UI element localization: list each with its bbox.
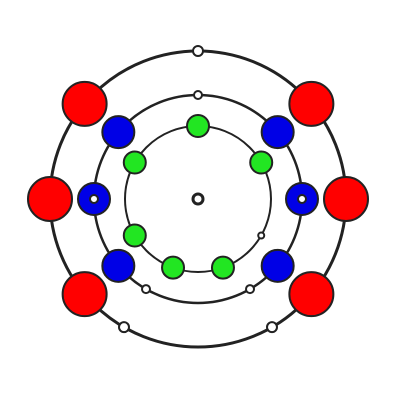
outer-ring-ball-3 <box>27 176 73 222</box>
middle-ring-ball-1 <box>260 115 295 150</box>
middle-ring-marker-3 <box>89 194 99 204</box>
middle-ring-marker-4 <box>245 284 255 295</box>
markers-layer <box>89 45 307 334</box>
outer-ring-ball-5 <box>288 271 335 318</box>
middle-ring-ball-2 <box>101 115 136 150</box>
outer-ring-marker-3 <box>118 321 130 334</box>
middle-ring-ball-6 <box>101 248 136 283</box>
outer-ring-ball-4 <box>323 176 369 222</box>
nucleus-dot <box>191 192 205 206</box>
outer-ring-marker-1 <box>192 45 204 57</box>
outer-ring-marker-2 <box>266 321 278 334</box>
inner-ring-ball-2 <box>249 150 274 175</box>
inner-ring-marker-1 <box>257 231 266 240</box>
inner-ring-ball-5 <box>210 255 235 280</box>
inner-ring-ball-4 <box>122 223 147 248</box>
inner-ring-ball-3 <box>122 150 147 175</box>
inner-ring-ball-1 <box>186 114 210 138</box>
inner-ring-ball-6 <box>161 255 186 280</box>
middle-ring-marker-5 <box>141 284 151 295</box>
middle-ring-marker-1 <box>193 90 203 100</box>
balls-layer <box>27 80 369 318</box>
middle-ring-ball-5 <box>260 248 295 283</box>
outer-ring-ball-2 <box>61 80 108 127</box>
outer-ring-ball-6 <box>61 271 108 318</box>
center-layer <box>191 192 205 206</box>
middle-ring-marker-2 <box>297 194 307 204</box>
outer-ring-ball-1 <box>288 80 335 127</box>
